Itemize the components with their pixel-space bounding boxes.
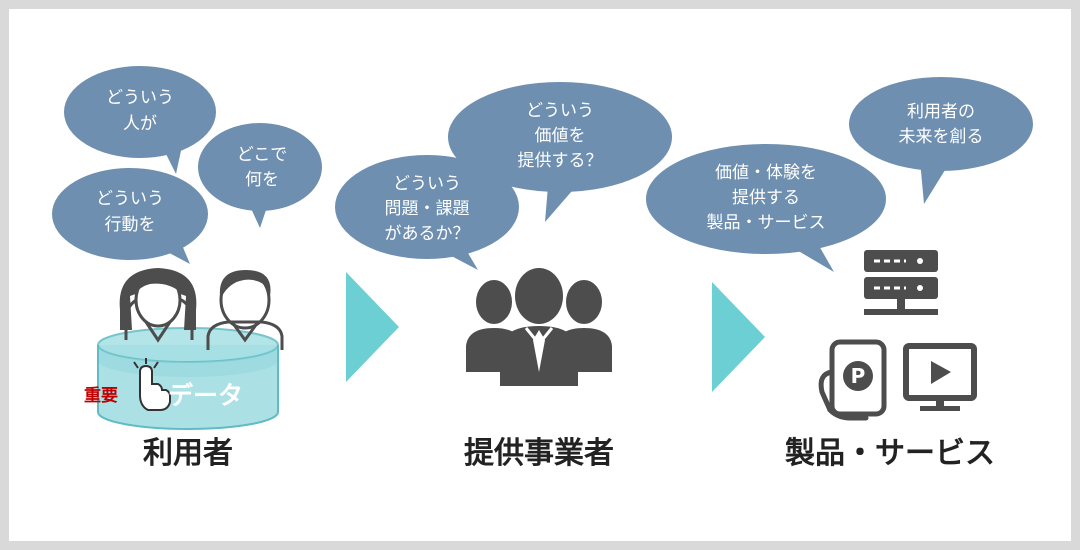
bubble-problem-line-2: 問題・課題: [385, 199, 470, 219]
users-label: 利用者: [143, 436, 233, 471]
product-label: 製品・サービス: [785, 436, 995, 471]
two-people-icon: [119, 268, 284, 350]
bubble-future-line-2: 未来を創る: [899, 127, 984, 147]
important-label: 重要: [84, 385, 118, 406]
bubble-product: 価値・体験を 提供する 製品・サービス: [646, 144, 886, 272]
bubble-value-line-3: 提供する？: [518, 151, 603, 171]
bubble-who-line-2: 人が: [123, 114, 157, 134]
bubble-product-line-3: 製品・サービス: [707, 213, 826, 233]
smartphone-parking-icon: P: [818, 339, 887, 421]
bubble-action: どういう 行動を: [52, 168, 208, 264]
bubble-who-line-1: どういう: [106, 88, 174, 108]
value-chain-diagram: どういう 人が どこで 何を どういう 行動を どういう 問題・課題 があるか？…: [52, 66, 1033, 471]
bubble-product-line-1: 価値・体験を: [715, 163, 817, 183]
pointing-hand-icon: [133, 358, 171, 411]
bubble-action-line-2: 行動を: [105, 215, 156, 235]
bubble-value: どういう 価値を 提供する？: [448, 82, 672, 222]
bubble-action-line-1: どういう: [96, 189, 164, 209]
bubble-where-what-line-1: どこで: [237, 145, 288, 165]
diagram-frame: どういう 人が どこで 何を どういう 行動を どういう 問題・課題 があるか？…: [9, 9, 1071, 541]
bubble-value-line-1: どういう: [526, 101, 594, 121]
users-group: 重要 データ 利用者: [84, 268, 284, 471]
data-label: データ: [168, 381, 243, 410]
bubble-who: どういう 人が: [64, 66, 216, 174]
bubble-problem-line-1: どういう: [393, 174, 461, 194]
bubble-product-line-2: 提供する: [732, 188, 800, 208]
play-arrow-icon: [346, 272, 399, 382]
business-group-icon: [466, 268, 612, 386]
provider-label: 提供事業者: [464, 436, 614, 471]
data-cylinder: [97, 327, 279, 429]
provider-group: 提供事業者: [464, 268, 614, 471]
bubble-future-line-1: 利用者の: [907, 102, 975, 122]
video-monitor-icon: [903, 343, 977, 411]
bubble-where-what: どこで 何を: [198, 123, 322, 228]
bubble-where-what-line-2: 何を: [245, 170, 279, 190]
bubble-problem: どういう 問題・課題 があるか？: [335, 155, 519, 270]
bubble-future: 利用者の 未来を創る: [849, 77, 1033, 204]
bubble-problem-line-3: があるか？: [385, 224, 470, 244]
play-arrow-icon: [712, 282, 765, 392]
product-group: P 製品・サービス: [785, 250, 995, 471]
parking-letter: P: [851, 364, 866, 388]
server-icon: [864, 250, 938, 315]
bubble-value-line-2: 価値を: [535, 126, 586, 146]
